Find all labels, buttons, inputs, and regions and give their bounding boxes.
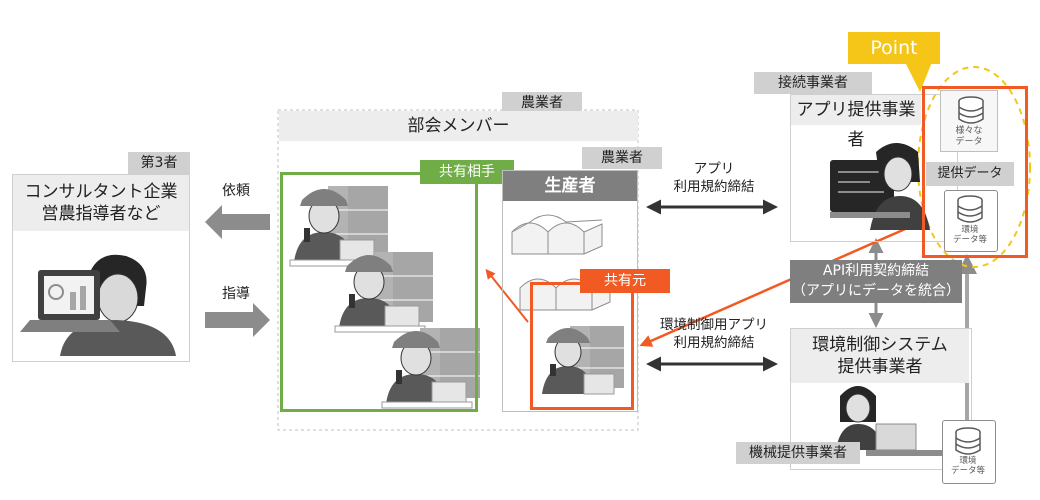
db1-line2: データ	[955, 137, 983, 147]
third-party-box	[12, 174, 190, 362]
env-provider-box	[790, 328, 972, 470]
third-party-header: コンサルタント企業 営農指導者など	[13, 175, 189, 231]
connect-tag: 接続事業者	[754, 72, 872, 94]
app-provider-illustration	[830, 143, 930, 230]
producer-farmer-illustration	[542, 326, 624, 395]
database-icon	[955, 427, 981, 455]
share-partner-box	[280, 172, 478, 412]
producer-header: 生産者	[503, 171, 637, 201]
database-icon	[957, 195, 983, 223]
app-terms-line1: アプリ	[693, 161, 735, 177]
partner-farmers-illustration	[289, 186, 480, 409]
member-group-title: 部会メンバー	[407, 116, 510, 136]
third-party-tag: 第3者	[128, 152, 190, 174]
db3-line2: データ等	[950, 466, 985, 476]
request-label: 依頼	[222, 183, 250, 199]
share-arrow	[485, 268, 529, 323]
api-label: API利用契約締結 （アプリにデータを統合）	[790, 260, 962, 303]
env-terms-line2: 利用規約締結	[673, 335, 755, 351]
member-group-border	[277, 109, 639, 431]
db3-line1: 環境	[959, 456, 977, 466]
data-panel	[922, 86, 1028, 258]
env-terms-line1: 環境制御用アプリ	[660, 317, 768, 333]
farmer-tag: 農業者	[502, 92, 582, 114]
api-line1: API利用契約締結	[822, 263, 930, 279]
db2-line1: 環境	[961, 225, 979, 235]
app-terms-line2: 利用規約締結	[673, 179, 755, 195]
app-provider-title: アプリ提供事業者	[796, 100, 916, 150]
database-icon	[958, 96, 984, 124]
guidance-label: 指導	[222, 286, 250, 302]
env-provider-line1: 環境制御システム	[812, 335, 948, 355]
member-group-header: 部会メンバー	[279, 111, 638, 141]
share-source-label: 共有元	[580, 269, 670, 293]
point-pointer	[905, 62, 932, 92]
env-terms-label: 環境制御用アプリ 利用規約締結	[648, 316, 780, 352]
consultant-illustration	[20, 252, 180, 356]
env-provider-line2: 提供事業者	[837, 357, 923, 377]
env-data-label-bottom: 環境 データ等	[938, 456, 998, 476]
various-data-label: 様々な データ	[940, 126, 998, 148]
api-line2: （アプリにデータを統合）	[792, 283, 960, 299]
app-provider-header: アプリ提供事業者	[791, 95, 921, 150]
db1-line1: 様々な	[955, 126, 983, 136]
app-terms-label: アプリ 利用規約締結	[654, 160, 774, 196]
env-data-label: 環境 データ等	[940, 225, 1000, 245]
third-party-title-line2: 営農指導者など	[41, 204, 161, 224]
db2-line2: データ等	[952, 235, 987, 245]
env-provider-header: 環境制御システム 提供事業者	[791, 329, 969, 383]
share-partner-label: 共有相手	[420, 160, 514, 184]
provide-data-arrow	[639, 220, 922, 347]
machine-tag: 機械提供事業者	[736, 442, 860, 464]
request-arrow	[205, 205, 270, 239]
third-party-title-line1: コンサルタント企業	[24, 182, 178, 202]
point-callout: Point	[848, 32, 940, 64]
farmer-tag-2: 農業者	[582, 147, 662, 169]
guidance-arrow	[205, 303, 270, 337]
provided-data-label: 提供データ	[926, 162, 1014, 186]
point-highlight-ellipse	[917, 66, 1031, 268]
